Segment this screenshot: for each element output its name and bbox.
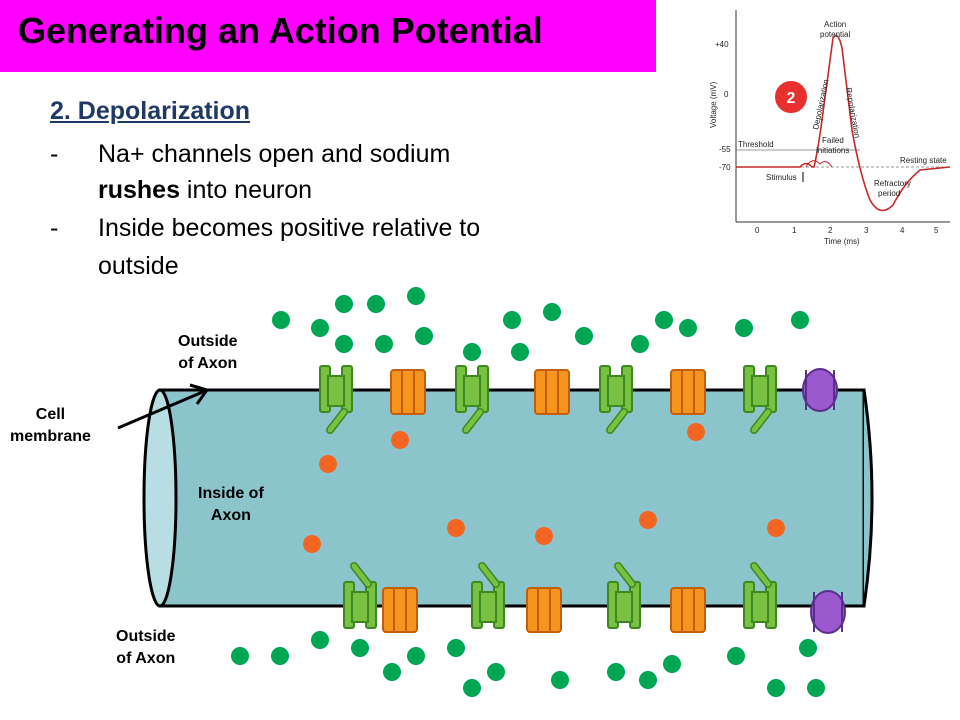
- sodium-ion: [272, 311, 290, 329]
- sodium-channel: [743, 365, 777, 434]
- sodium-ion: [447, 639, 465, 657]
- sodium-ion: [607, 663, 625, 681]
- bullet-2-line-1: Inside becomes positive relative to: [98, 214, 481, 242]
- potassium-ion: [687, 423, 705, 441]
- outside-bottom-line-2: of Axon: [116, 650, 176, 667]
- sodium-ion: [655, 311, 673, 329]
- potassium-channel: [526, 587, 562, 633]
- sodium-ion: [335, 295, 353, 313]
- axon-end-left: [142, 388, 178, 608]
- sodium-ion: [335, 335, 353, 353]
- sodium-ion: [463, 343, 481, 361]
- sodium-ion: [415, 327, 433, 345]
- inside-line-1: Inside of: [198, 485, 264, 502]
- sodium-channel: [743, 562, 777, 629]
- potassium-ion: [319, 455, 337, 473]
- sodium-ion: [311, 319, 329, 337]
- sodium-ion: [311, 631, 329, 649]
- sodium-ion: [807, 679, 825, 697]
- sodium-channel: [599, 365, 633, 434]
- potassium-ion: [447, 519, 465, 537]
- slide-title: Generating an Action Potential: [18, 10, 543, 51]
- bullet-1-line-2: rushes into neuron: [98, 176, 312, 205]
- bullet-dash-1: -: [50, 140, 59, 168]
- sodium-ion: [407, 647, 425, 665]
- sodium-channel: [319, 365, 353, 434]
- section-heading: 2. Depolarization: [50, 97, 251, 125]
- inside-line-2: Axon: [210, 507, 251, 524]
- sodium-ion: [735, 319, 753, 337]
- potassium-channel: [382, 587, 418, 633]
- sodium-ion: [663, 655, 681, 673]
- sodium-ion: [551, 671, 569, 689]
- sodium-channel: [471, 562, 505, 629]
- sodium-ion: [351, 639, 369, 657]
- sodium-potassium-pump: [802, 368, 838, 412]
- sodium-ion: [727, 647, 745, 665]
- outside-axon-top-label: Outside of Axon: [178, 331, 238, 375]
- potassium-ion: [639, 511, 657, 529]
- sodium-ion: [487, 663, 505, 681]
- potassium-ion: [767, 519, 785, 537]
- sodium-ion: [679, 319, 697, 337]
- sodium-ion: [271, 647, 289, 665]
- potassium-channel: [390, 369, 426, 415]
- potassium-ion: [535, 527, 553, 545]
- inside-axon-label: Inside of Axon: [198, 483, 264, 527]
- sodium-ion: [767, 679, 785, 697]
- sodium-ion: [463, 679, 481, 697]
- sodium-channel: [607, 562, 641, 629]
- outside-top-line-1: Outside: [178, 333, 238, 350]
- sodium-ion: [231, 647, 249, 665]
- potassium-channel: [670, 587, 706, 633]
- sodium-ion: [375, 335, 393, 353]
- sodium-ion: [543, 303, 561, 321]
- outside-top-line-2: of Axon: [178, 355, 238, 372]
- bullet-1-line-1: Na+ channels open and sodium: [98, 140, 451, 168]
- membrane-arrow-head: [189, 383, 210, 405]
- sodium-channel: [343, 562, 377, 629]
- outside-bottom-line-1: Outside: [116, 628, 176, 645]
- sodium-potassium-pump: [810, 590, 846, 634]
- sodium-ion: [383, 663, 401, 681]
- cell-membrane-line-2: membrane: [10, 428, 91, 445]
- sodium-ion: [511, 343, 529, 361]
- potassium-channel: [670, 369, 706, 415]
- cell-membrane-label: Cell membrane: [10, 404, 91, 448]
- sodium-ion: [503, 311, 521, 329]
- sodium-ion: [639, 671, 657, 689]
- cell-membrane-line-1: Cell: [35, 406, 66, 423]
- potassium-channel: [534, 369, 570, 415]
- potassium-ion: [391, 431, 409, 449]
- bullet-1-bold-word: rushes: [98, 176, 180, 204]
- sodium-ion: [631, 335, 649, 353]
- potassium-ion: [303, 535, 321, 553]
- bullet-1-line-2-rest: into neuron: [179, 176, 313, 204]
- sodium-ion: [799, 639, 817, 657]
- outside-axon-bottom-label: Outside of Axon: [116, 626, 176, 670]
- sodium-channel: [455, 365, 489, 434]
- sodium-ion: [367, 295, 385, 313]
- sodium-ion: [791, 311, 809, 329]
- membrane-arrow: [117, 389, 206, 430]
- axon-body: [158, 388, 866, 608]
- title-bar: [0, 0, 656, 72]
- bullet-dash-2: -: [50, 214, 59, 242]
- sodium-ion: [407, 287, 425, 305]
- axon-end-right: [862, 389, 874, 607]
- sodium-ion: [575, 327, 593, 345]
- bullet-2-line-2: outside: [98, 252, 179, 280]
